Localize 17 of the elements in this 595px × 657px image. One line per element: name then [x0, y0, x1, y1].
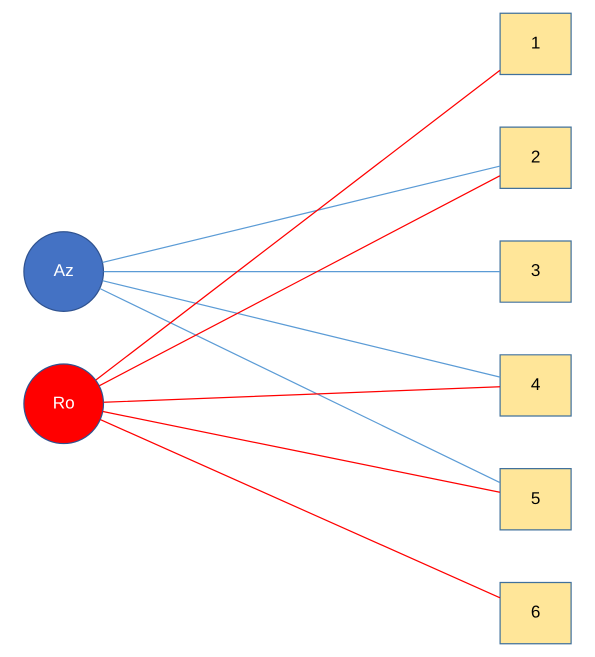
connector [102, 280, 500, 378]
node-circle: Az [23, 231, 104, 312]
node-box: 5 [499, 468, 572, 530]
connector [99, 175, 500, 386]
node-circle: Ro [23, 363, 104, 444]
connector [102, 410, 500, 493]
connector [100, 288, 500, 484]
node-box: 4 [499, 354, 572, 417]
node-box: 3 [499, 240, 572, 303]
connector [104, 386, 500, 403]
node-box: 1 [499, 12, 572, 76]
node-box: 6 [499, 582, 572, 644]
node-box: 2 [499, 126, 572, 189]
connector [95, 70, 500, 381]
connector [100, 419, 500, 598]
connector [104, 270, 500, 272]
connector [102, 165, 500, 264]
